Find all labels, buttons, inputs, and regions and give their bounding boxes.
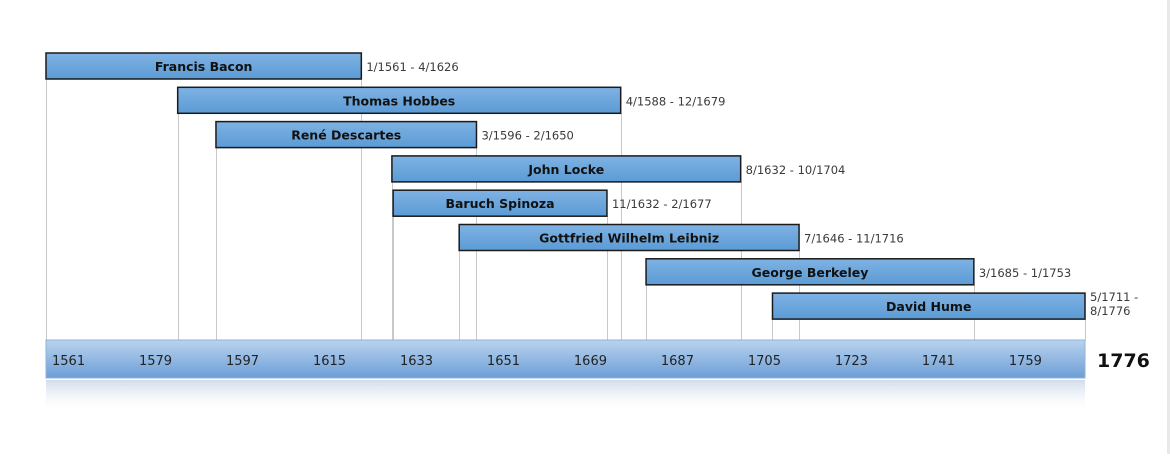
bar-name-label: George Berkeley <box>752 265 869 280</box>
bar-date-label: 3/1596 - 2/1650 <box>481 129 573 143</box>
axis-tick-label: 1597 <box>226 354 259 369</box>
bar <box>215 120 478 149</box>
time-axis: 1561 1579 1597 1615 1633 1651 1669 1687 1705 1723… <box>45 339 1150 414</box>
bar <box>176 86 622 115</box>
bar-date-label: 11/1632 - 2/1677 <box>612 197 712 211</box>
bar <box>645 258 975 286</box>
axis-tick-label: 1705 <box>748 354 781 369</box>
axis-end-label: 1776 <box>1097 350 1150 372</box>
bar-date-label: 4/1588 - 12/1679 <box>626 94 726 108</box>
bar-name-label: John Locke <box>527 162 604 177</box>
axis-tick-label: 1651 <box>487 354 520 369</box>
bar-name-label: Francis Bacon <box>155 59 253 74</box>
bar-date-label: 3/1685 - 1/1753 <box>979 266 1071 280</box>
axis-tick-label: 1741 <box>922 354 955 369</box>
axis-band <box>45 339 1086 379</box>
axis-reflection <box>46 380 1085 414</box>
axis-tick-label: 1561 <box>52 354 85 369</box>
bar-name-label: Gottfried Wilhelm Leibniz <box>539 231 719 246</box>
bar-date-label: 8/1632 - 10/1704 <box>746 163 846 177</box>
bar <box>45 52 363 80</box>
bar <box>392 189 608 217</box>
bar <box>771 292 1086 320</box>
axis-tick-label: 1615 <box>313 354 346 369</box>
axis-tick-label: 1669 <box>574 354 607 369</box>
bar-name-label: Thomas Hobbes <box>343 93 455 108</box>
bar <box>458 223 800 252</box>
bar-date-label: 5/1711 -8/1776 <box>1090 290 1138 318</box>
bars <box>45 52 1086 320</box>
axis-tick-label: 1687 <box>661 354 694 369</box>
bar <box>391 155 742 183</box>
window-edge <box>1167 0 1170 454</box>
axis-tick-label: 1633 <box>400 354 433 369</box>
bar-date-label: 7/1646 - 11/1716 <box>804 232 904 246</box>
axis-tick-label: 1579 <box>139 354 172 369</box>
bar-date-label: 1/1561 - 4/1626 <box>366 60 458 74</box>
axis-tick-label: 1723 <box>835 354 868 369</box>
axis-tick-label: 1759 <box>1009 354 1042 369</box>
bar-name-label: René Descartes <box>291 128 401 143</box>
bar-name-label: David Hume <box>886 299 971 314</box>
bar-name-label: Baruch Spinoza <box>445 196 554 211</box>
